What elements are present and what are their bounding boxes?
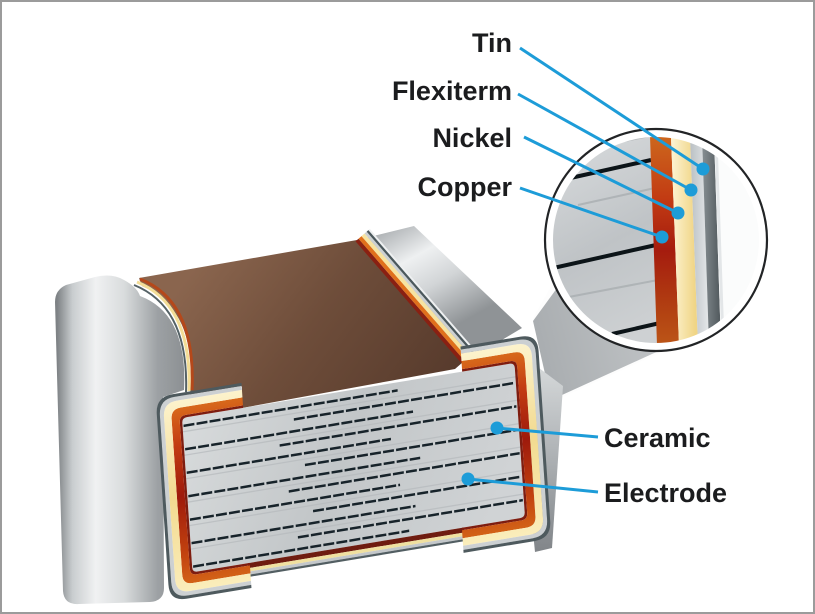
leader-dot-nickel <box>671 206 685 220</box>
leader-line-electrode <box>467 477 599 494</box>
leader-line-nickel <box>523 135 679 215</box>
lens-outline <box>543 127 769 353</box>
leader-lines <box>467 46 704 494</box>
electrode-lines <box>183 381 523 568</box>
right-termination-cross-section <box>460 336 551 553</box>
left-termination-cross-section <box>156 382 252 600</box>
label-copper: Copper <box>418 172 513 202</box>
leader-line-ceramic <box>496 426 599 439</box>
label-nickel: Nickel <box>432 123 512 153</box>
cross-section-copper-band <box>461 352 536 539</box>
lens-layer-tin <box>702 136 721 344</box>
leader-dot-tin <box>696 162 710 176</box>
leader-line-tin <box>519 46 704 171</box>
label-flexiterm: Flexiterm <box>392 76 512 106</box>
leader-dot-copper <box>655 230 669 244</box>
ceramic-sheet-lines <box>182 376 524 550</box>
leader-dot-ceramic <box>490 421 504 435</box>
cross-section-flexiterm-band <box>163 389 251 592</box>
cross-section-flexiterm-band <box>460 343 544 546</box>
lens-tin-edge <box>714 139 725 343</box>
left-termination-cap <box>55 275 185 605</box>
cross-section-copper-band <box>171 397 251 584</box>
leader-line-copper <box>519 186 663 239</box>
leader-dots <box>461 162 710 486</box>
leader-dot-electrode <box>461 472 475 486</box>
right-cut-edge-layers <box>355 228 476 364</box>
leader-dot-flexiterm <box>684 183 698 197</box>
layer-labels: Tin Flexiterm Nickel Copper Ceramic Elec… <box>392 28 727 508</box>
label-electrode: Electrode <box>604 478 727 508</box>
lens-white-ring <box>545 129 767 351</box>
front-cutaway <box>156 336 551 600</box>
right-termination-top <box>357 226 522 362</box>
label-ceramic: Ceramic <box>604 423 711 453</box>
ceramic-body-top-face <box>139 240 463 408</box>
label-tin: Tin <box>472 28 512 58</box>
capacitor-body <box>55 226 563 605</box>
lens-electrode-lines <box>552 158 661 336</box>
left-cut-edge-layers <box>133 277 194 393</box>
bottom-edge-layers <box>247 527 465 577</box>
leader-line-flexiterm <box>517 92 692 192</box>
